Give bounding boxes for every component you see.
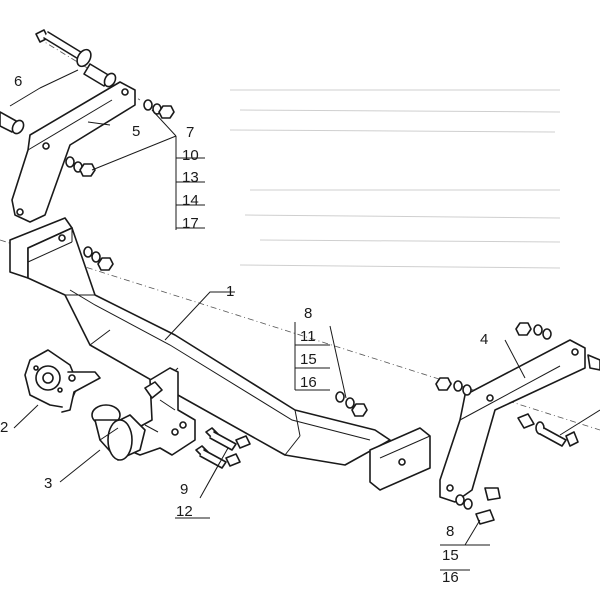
washer-nut-stack-upper	[65, 99, 175, 177]
tow-ball	[91, 404, 146, 461]
callout-3: 3	[44, 475, 52, 492]
callout-stack-top-2: 10	[182, 147, 199, 164]
callout-stack-br-1: 8	[446, 523, 454, 540]
top-bolt-assembly	[0, 29, 117, 135]
callout-stack-mid-4: 16	[300, 374, 317, 391]
background-ghost-marks	[229, 89, 561, 269]
crossbar-right-flange	[369, 427, 431, 491]
right-bolt-assembly	[475, 354, 600, 525]
left-side-bracket	[11, 81, 136, 223]
callout-stack-mid-1: 8	[304, 305, 312, 322]
callout-4: 4	[480, 331, 488, 348]
callout-6: 6	[14, 73, 22, 90]
socket-plate	[24, 349, 101, 413]
washer-nut-stack-crossbar	[83, 246, 368, 417]
callout-5: 5	[132, 123, 140, 140]
callout-stack-top-1: 7	[186, 124, 194, 141]
callout-stack-br-3: 16	[442, 569, 459, 586]
callout-stack-bl-1: 9	[180, 481, 188, 498]
callout-2: 2	[0, 419, 8, 436]
callout-stack-bl-2: 12	[176, 503, 193, 520]
callout-stack-mid-2: 11	[300, 328, 316, 345]
lower-left-bolts	[195, 427, 251, 469]
callout-stack-br-2: 15	[442, 547, 459, 564]
leader-lines	[9, 69, 600, 571]
callout-stack-mid-3: 15	[300, 351, 317, 368]
washer-nut-stack-right	[435, 322, 552, 510]
callout-1: 1	[226, 283, 234, 300]
callout-stack-top-4: 14	[182, 192, 199, 209]
callout-stack-top-3: 13	[182, 169, 199, 186]
right-side-bracket	[439, 339, 586, 503]
callout-stack-top-5: 17	[182, 215, 199, 232]
callout-labels: 6 5 7 10 13 14 17 1 8 11 15 16 4 2 3 9 1…	[0, 73, 488, 586]
main-crossbar	[9, 217, 391, 466]
